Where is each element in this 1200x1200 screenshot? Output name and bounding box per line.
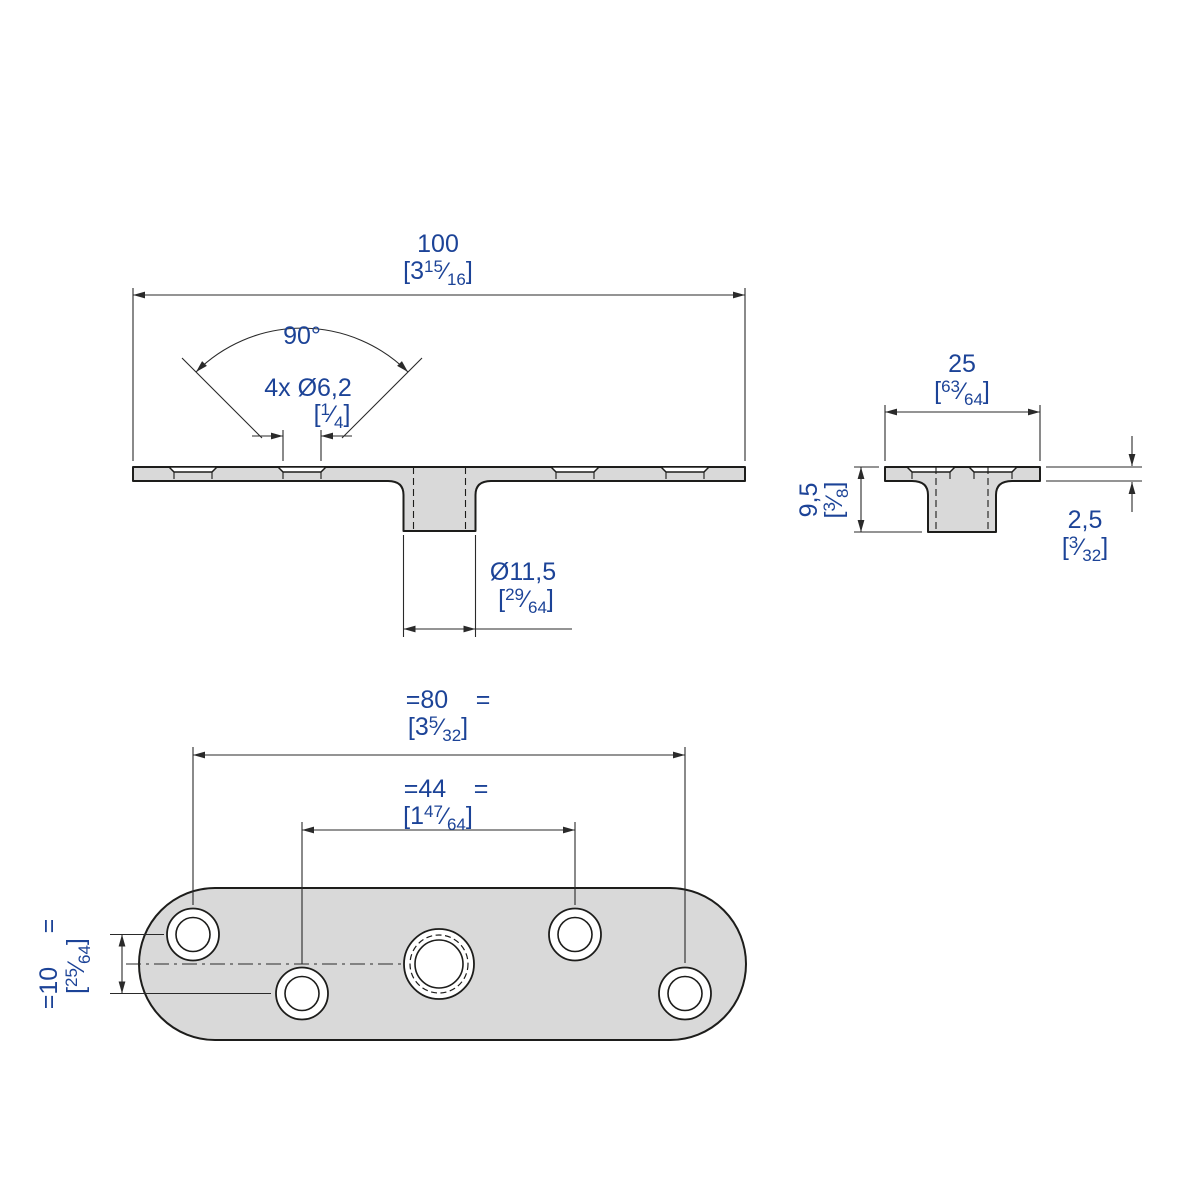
screw-hole: [275, 966, 329, 1021]
dim-row-offset-10: =10 = [25⁄64]: [35, 919, 271, 1009]
countersink-notch: [550, 466, 600, 473]
dim-44-mm: =44: [404, 775, 447, 803]
dim-boss-diameter: Ø11,5 [29⁄64]: [402, 535, 572, 637]
dim-9-5-mm: 9,5: [795, 483, 823, 518]
front-profile: [132, 466, 746, 532]
dim-hole-span-80: =80 = [35⁄32]: [192, 686, 686, 963]
dim-hole-diameter: 4x Ø6,2 [1⁄4]: [252, 374, 352, 461]
dim-100-inch: [315⁄16]: [403, 257, 473, 289]
plan-view: [126, 887, 747, 1041]
extension-lines: [301, 822, 576, 964]
dim-25-inch: [63⁄64]: [934, 377, 990, 409]
dim-countersink-angle: 90°: [181, 322, 423, 439]
dim-plate-thickness: 2,5 [3⁄32]: [1046, 436, 1142, 565]
extension-lines: [132, 288, 746, 461]
hole-hidden-lines: [173, 472, 705, 481]
countersink-notch: [906, 466, 956, 473]
screw-hole: [166, 907, 220, 962]
extension-lines: [192, 747, 686, 963]
angle-arc: [195, 327, 409, 373]
dim-10-equal-sign: =: [35, 919, 63, 934]
screw-hole: [548, 907, 602, 962]
hole-hidden-lines: [911, 472, 1013, 481]
extension-lines: [402, 535, 477, 637]
dim-80-equal-sign: =: [476, 686, 491, 714]
dim-44-equal-sign: =: [474, 775, 489, 803]
center-threaded-hole: [403, 928, 475, 1000]
side-profile: [884, 466, 1041, 533]
extension-lines: [884, 405, 1041, 461]
dim-25-mm: 25: [948, 350, 976, 378]
thread-circle: [409, 934, 469, 994]
countersink-notch: [277, 466, 327, 473]
dim-10-inch: [25⁄64]: [62, 938, 94, 994]
dim-80-mm: =80: [406, 686, 448, 714]
extension-lines: [282, 430, 322, 461]
dim-44-inch: [147⁄64]: [403, 802, 473, 834]
angle-flank-lines: [181, 357, 423, 439]
extension-lines: [1046, 466, 1142, 482]
dim-boss-inch: [29⁄64]: [498, 585, 554, 617]
dim-80-inch: [35⁄32]: [408, 713, 468, 745]
countersink-notch: [968, 466, 1018, 473]
dim-overall-width: 100 [315⁄16]: [132, 230, 746, 461]
dim-side-width: 25 [63⁄64]: [884, 350, 1041, 461]
dim-9-5-inch: [3⁄8]: [820, 482, 852, 519]
dim-hole-span-44: =44 = [147⁄64]: [301, 775, 576, 964]
front-view: [132, 466, 746, 532]
dim-10-mm: =10: [35, 967, 63, 1009]
dim-2-5-mm: 2,5: [1068, 506, 1103, 534]
dim-holes-inch: [1⁄4]: [314, 400, 351, 432]
dim-holes-mm: 4x Ø6,2: [264, 374, 352, 402]
dim-100-mm: 100: [417, 230, 459, 258]
screw-hole: [658, 966, 712, 1021]
dim-90deg: 90°: [283, 322, 321, 350]
countersink-notch: [168, 466, 218, 473]
side-view: [884, 466, 1041, 533]
dim-boss-mm: Ø11,5: [490, 558, 556, 586]
dim-2-5-inch: [3⁄32]: [1062, 533, 1108, 565]
countersink-notch: [660, 466, 710, 473]
